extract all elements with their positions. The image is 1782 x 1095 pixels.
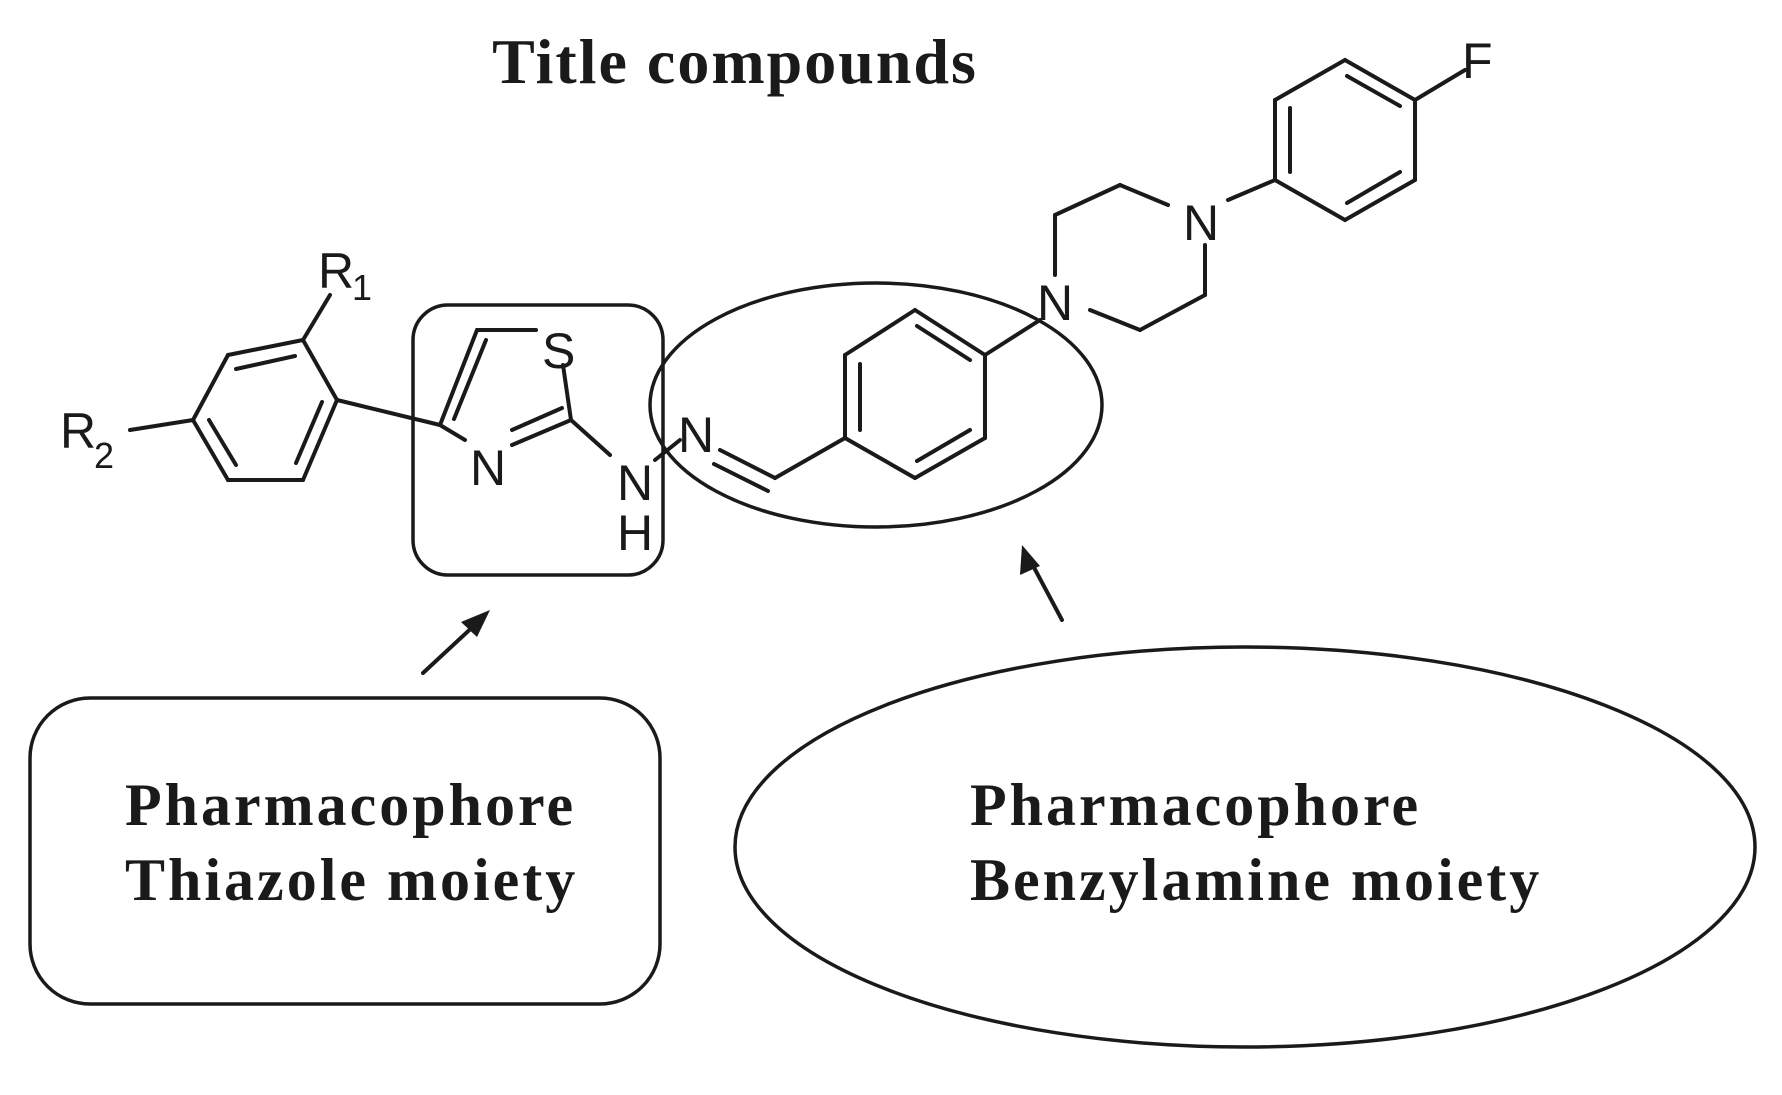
hydrazone-linker <box>653 436 847 493</box>
r2-subscript: 2 <box>94 435 114 476</box>
r2-label: R <box>60 403 96 459</box>
imine-nitrogen: N <box>678 407 714 463</box>
r1-subscript: 1 <box>352 267 372 308</box>
thiazole-sulfur: S <box>542 323 575 379</box>
piperazine-ring <box>1053 178 1277 332</box>
thiazole-label-line1: Pharmacophore <box>125 772 576 838</box>
benzylamine-label-line1: Pharmacophore <box>970 772 1421 838</box>
thiazole-label-box <box>28 696 662 1006</box>
page-title: Title compounds <box>492 26 978 97</box>
fluorophenyl-ring <box>1273 58 1467 222</box>
phenyl-ring-left <box>128 293 442 482</box>
benzylamine-label-line2: Benzylamine moiety <box>970 847 1542 913</box>
benzylamine-arrow <box>1020 545 1064 622</box>
thiazole-label-line2: Thiazole moiety <box>125 847 578 913</box>
thiazole-arrow <box>421 610 490 675</box>
fluorine-atom: F <box>1462 33 1493 89</box>
benzene-ring-central <box>843 308 1042 480</box>
piperazine-nitrogen-upper: N <box>1183 195 1219 251</box>
amine-hydrogen: H <box>617 505 653 561</box>
benzylamine-highlight-ellipse <box>648 281 1104 529</box>
thiazole-ring <box>438 328 612 457</box>
amine-nitrogen: N <box>617 455 653 511</box>
thiazole-highlight-box <box>411 303 665 577</box>
benzylamine-label-ellipse <box>733 645 1757 1049</box>
thiazole-nitrogen: N <box>470 440 506 496</box>
r1-label: R <box>318 243 354 299</box>
